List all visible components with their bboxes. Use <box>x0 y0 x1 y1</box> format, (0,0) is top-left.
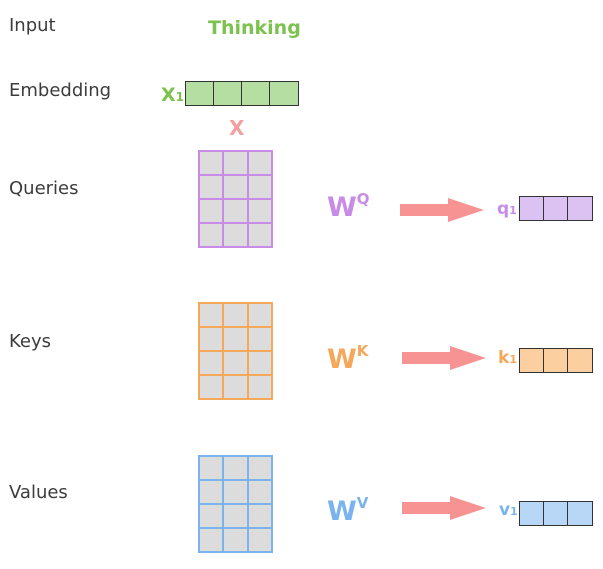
embedding-symbol: X1 <box>161 84 185 106</box>
query-weight-matrix <box>198 150 273 248</box>
key-vector-cell <box>568 349 592 372</box>
query-weight-label: WQ <box>327 190 370 223</box>
input-word: Thinking <box>208 17 301 39</box>
value-vector-cell <box>568 502 592 525</box>
value-output-label: v1 <box>499 500 518 520</box>
embedding-cell <box>186 82 214 105</box>
value-vector-cell <box>544 502 568 525</box>
label-values: Values <box>9 482 68 503</box>
value-vector <box>519 501 593 526</box>
query-vector-cell <box>568 197 592 220</box>
label-queries: Queries <box>9 178 79 199</box>
label-embedding: Embedding <box>9 80 112 101</box>
query-vector-cell <box>544 197 568 220</box>
query-vector-cell <box>520 197 544 220</box>
query-arrow <box>400 198 484 222</box>
key-weight-label: WK <box>327 342 369 375</box>
key-vector <box>519 348 593 373</box>
key-vector-cell <box>520 349 544 372</box>
key-output-label: k1 <box>498 348 517 368</box>
key-vector-cell <box>544 349 568 372</box>
key-weight-matrix <box>198 302 273 400</box>
embedding-cell <box>270 82 298 105</box>
key-arrow <box>402 346 486 370</box>
label-input: Input <box>9 15 56 36</box>
query-output-label: q1 <box>497 199 517 219</box>
value-weight-label: WV <box>327 494 369 527</box>
embedding-cell <box>242 82 270 105</box>
embedding-vector <box>185 81 299 106</box>
query-vector <box>519 196 593 221</box>
value-arrow <box>402 496 486 520</box>
embedding-cell <box>214 82 242 105</box>
value-weight-matrix <box>198 455 273 553</box>
value-vector-cell <box>520 502 544 525</box>
label-keys: Keys <box>9 331 52 352</box>
times-symbol: X <box>229 116 245 140</box>
